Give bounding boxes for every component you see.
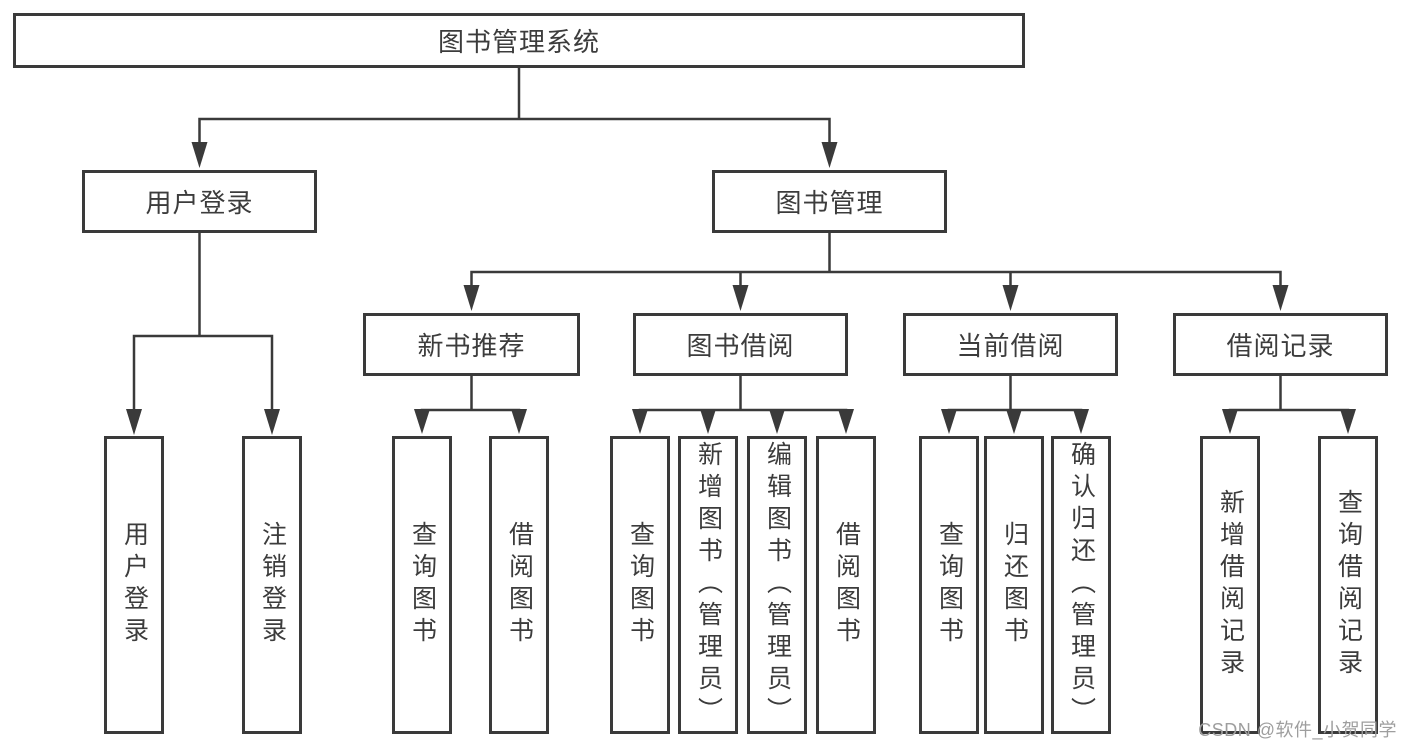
leaf-query-books-borrow: 查询图书	[610, 436, 670, 734]
leaf-add-books-admin: 新增图书（管理员）	[678, 436, 738, 734]
leaf-logout: 注销登录	[242, 436, 302, 734]
leaf-query-borrow-record-label: 查询借阅记录	[1334, 489, 1363, 681]
watermark: CSDN @软件_小贺同学	[1198, 720, 1397, 740]
leaf-add-borrow-record: 新增借阅记录	[1200, 436, 1260, 734]
node-root-label: 图书管理系统	[437, 27, 600, 57]
connector-book-management-children	[470, 231, 1282, 290]
node-new-book-recommend-label: 新书推荐	[417, 331, 526, 361]
leaf-user-login: 用户登录	[104, 436, 164, 734]
leaf-query-books-current-label: 查询图书	[935, 521, 964, 649]
leaf-borrow-books-label: 借阅图书	[832, 521, 861, 649]
leaf-query-books-recommend: 查询图书	[392, 436, 452, 734]
leaf-query-books-current: 查询图书	[919, 436, 979, 734]
leaf-borrow-books-recommend: 借阅图书	[489, 436, 549, 734]
leaf-borrow-books-recommend-label: 借阅图书	[505, 521, 534, 649]
leaf-return-books: 归还图书	[984, 436, 1044, 734]
leaf-edit-books-admin-label: 编辑图书（管理员）	[763, 441, 792, 729]
leaf-confirm-return-admin-label: 确认归还（管理员）	[1067, 441, 1096, 729]
node-user-login: 用户登录	[82, 170, 317, 233]
connector-user-login-children	[132, 231, 274, 414]
connector-new-book-recommend-children	[420, 374, 521, 412]
node-book-management-label: 图书管理	[775, 188, 884, 218]
node-book-borrow-label: 图书借阅	[686, 331, 795, 361]
leaf-user-login-label: 用户登录	[120, 521, 149, 649]
leaf-add-books-admin-label: 新增图书（管理员）	[694, 441, 723, 729]
leaf-query-borrow-record: 查询借阅记录	[1318, 436, 1378, 734]
leaf-return-books-label: 归还图书	[1000, 521, 1029, 649]
node-borrow-records: 借阅记录	[1173, 313, 1388, 376]
node-borrow-records-label: 借阅记录	[1226, 331, 1335, 361]
node-new-book-recommend: 新书推荐	[363, 313, 580, 376]
leaf-edit-books-admin: 编辑图书（管理员）	[747, 436, 807, 734]
leaf-query-books-recommend-label: 查询图书	[408, 521, 437, 649]
node-root: 图书管理系统	[13, 13, 1025, 68]
leaf-borrow-books: 借阅图书	[816, 436, 876, 734]
leaf-logout-label: 注销登录	[258, 521, 287, 649]
leaf-add-borrow-record-label: 新增借阅记录	[1216, 489, 1245, 681]
leaf-confirm-return-admin: 确认归还（管理员）	[1051, 436, 1111, 734]
connector-book-borrow-children	[638, 374, 848, 412]
node-book-borrow: 图书借阅	[633, 313, 848, 376]
node-current-borrow: 当前借阅	[903, 313, 1118, 376]
connector-borrow-records-children	[1228, 374, 1350, 412]
leaf-query-books-borrow-label: 查询图书	[626, 521, 655, 649]
node-book-management: 图书管理	[712, 170, 947, 233]
connector-current-borrow-children	[947, 374, 1083, 412]
connector-root-to-level2	[198, 66, 831, 148]
node-current-borrow-label: 当前借阅	[956, 331, 1065, 361]
node-user-login-label: 用户登录	[145, 188, 254, 218]
